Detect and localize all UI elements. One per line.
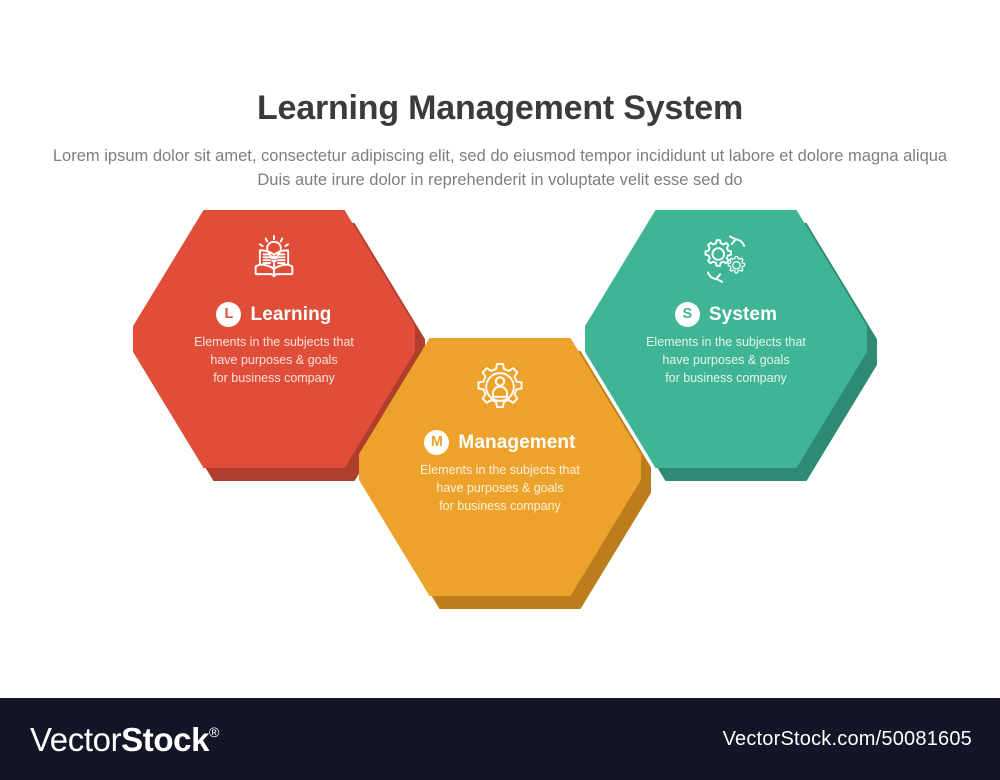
gear-person-icon — [469, 356, 531, 418]
logo-text-light: Vector — [30, 720, 122, 758]
badge-letter-learning: L — [216, 302, 242, 327]
gears-rotation-icon — [695, 228, 757, 290]
logo-text-bold: Stock — [121, 720, 210, 758]
hexagon-title-system: System — [708, 303, 778, 325]
hexagon-heading-learning: L Learning — [216, 302, 331, 327]
registered-mark-icon: ® — [209, 723, 219, 740]
header: Learning Management System Lorem ipsum d… — [0, 88, 1000, 193]
hexagon-title-management: Management — [458, 431, 576, 453]
hexagon-description-system: Elements in the subjects that have purpo… — [646, 335, 806, 385]
hexagon-card-learning[interactable]: L Learning Elements in the subjects that… — [133, 210, 425, 481]
footer-url: VectorStock.com/50081605 — [722, 727, 972, 750]
page-subtitle: Lorem ipsum dolor sit amet, consectetur … — [52, 146, 948, 189]
hexagon-card-system[interactable]: S System Elements in the subjects that h… — [585, 210, 877, 481]
hexagon-description-learning: Elements in the subjects that have purpo… — [194, 335, 354, 385]
hexagon-stage: L Learning Elements in the subjects that… — [133, 210, 877, 609]
book-lightbulb-icon — [243, 228, 305, 290]
page-title: Learning Management System — [256, 89, 744, 127]
hexagon-title-learning: Learning — [250, 303, 332, 325]
hexagon-face-learning: L Learning Elements in the subjects that… — [133, 210, 415, 468]
hexagon-face-system: S System Elements in the subjects that h… — [585, 210, 867, 468]
badge-letter-management: M — [424, 430, 450, 455]
hexagon-description-management: Elements in the subjects that have purpo… — [420, 463, 580, 513]
hexagon-face-management: M Management Elements in the subjects th… — [359, 338, 641, 596]
badge-letter-system: S — [674, 302, 700, 327]
hexagon-card-management[interactable]: M Management Elements in the subjects th… — [359, 338, 651, 609]
hexagon-heading-system: S System — [674, 302, 778, 327]
hexagon-heading-management: M Management — [424, 430, 575, 455]
